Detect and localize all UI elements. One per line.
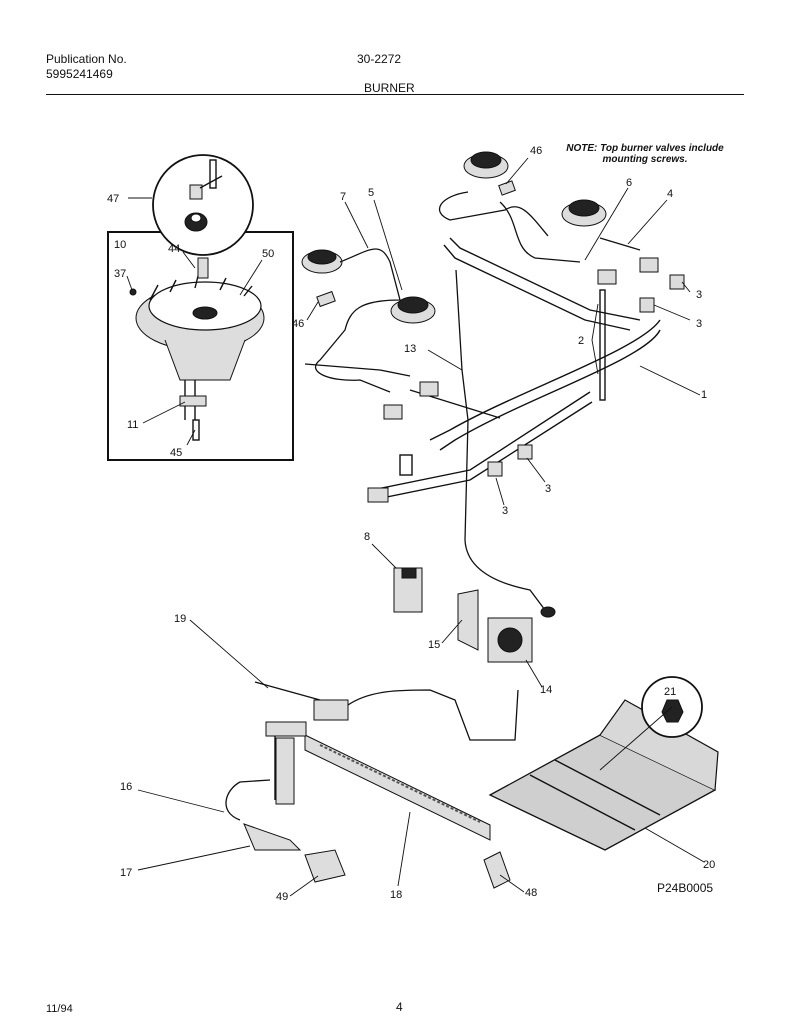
callout-3-b: 3 xyxy=(696,318,702,330)
manifold xyxy=(367,237,661,503)
callout-21: 21 xyxy=(664,686,676,698)
callout-20: 20 xyxy=(703,859,715,871)
burner-detail-inset xyxy=(107,154,294,461)
callout-49: 49 xyxy=(276,891,288,903)
gas-tubing xyxy=(304,191,641,611)
callout-3-d: 3 xyxy=(545,483,551,495)
callout-labels: 47 10 44 50 37 11 45 46 7 5 13 46 6 4 3 … xyxy=(107,145,715,903)
callout-17: 17 xyxy=(120,867,132,879)
callout-10: 10 xyxy=(114,239,126,251)
callout-19: 19 xyxy=(174,613,186,625)
callout-45: 45 xyxy=(170,447,182,459)
callout-16: 16 xyxy=(120,781,132,793)
callout-7: 7 xyxy=(340,191,346,203)
leader-lines xyxy=(126,157,705,897)
callout-8: 8 xyxy=(364,531,370,543)
burner-valves xyxy=(383,257,685,477)
callout-50: 50 xyxy=(262,248,274,260)
callout-11: 11 xyxy=(127,419,138,431)
footer-date: 11/94 xyxy=(46,1003,73,1015)
note-text: NOTE: Top burner valves include mounting… xyxy=(566,143,724,165)
callout-46-top: 46 xyxy=(530,145,542,157)
document-number: 30-2272 xyxy=(357,52,402,66)
callout-13: 13 xyxy=(404,343,416,355)
callout-3-c: 3 xyxy=(502,505,508,517)
bake-burner xyxy=(225,681,519,889)
page-number: 4 xyxy=(396,1000,403,1014)
callout-5: 5 xyxy=(368,187,374,199)
diagram-code: P24B0005 xyxy=(657,881,714,895)
publication-label: Publication No. xyxy=(46,52,127,66)
callout-6: 6 xyxy=(626,177,632,189)
callout-18: 18 xyxy=(390,889,402,901)
publication-number: 5995241469 xyxy=(46,67,113,81)
callout-48: 48 xyxy=(525,887,537,899)
callout-44: 44 xyxy=(168,243,180,255)
callout-2: 2 xyxy=(578,335,584,347)
callout-3-a: 3 xyxy=(696,289,702,301)
callout-15: 15 xyxy=(428,639,440,651)
callout-1: 1 xyxy=(701,389,707,401)
callout-47: 47 xyxy=(107,193,119,205)
oven-valve-assembly xyxy=(393,567,556,663)
section-title: BURNER xyxy=(364,81,415,95)
surface-burners xyxy=(301,151,607,324)
callout-4: 4 xyxy=(667,188,673,200)
broil-baffles xyxy=(488,676,719,851)
callout-37: 37 xyxy=(114,268,126,280)
header-rule xyxy=(46,94,744,95)
callout-46-left: 46 xyxy=(292,318,304,330)
callout-14: 14 xyxy=(540,684,552,696)
